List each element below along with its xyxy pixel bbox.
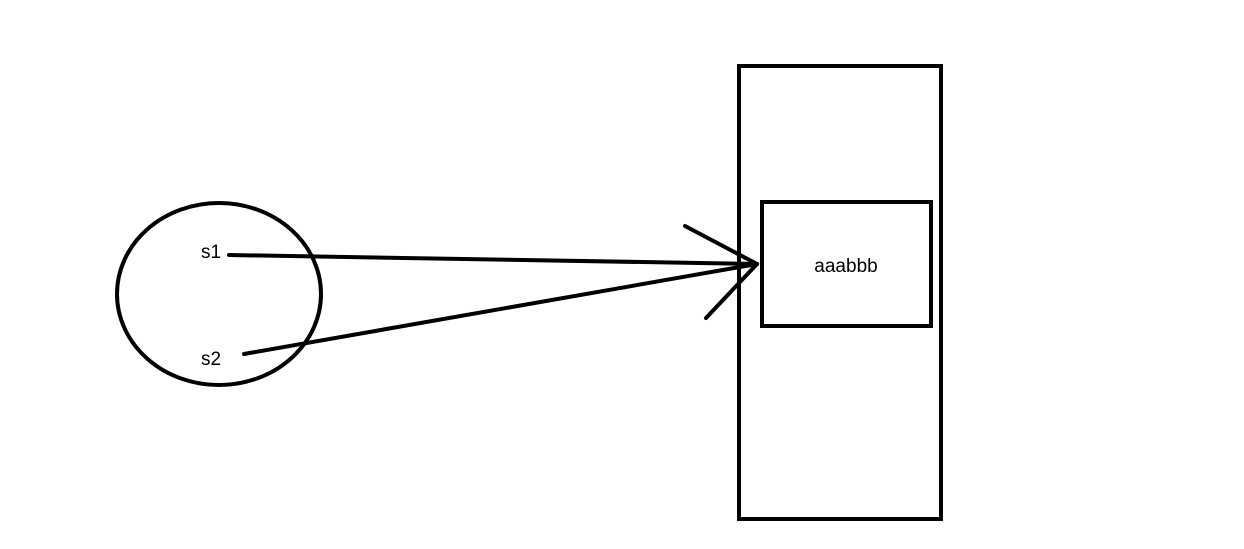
stack-ellipse [115,201,323,387]
reference-arrow-s1 [227,253,759,266]
heap-rectangle [737,64,943,521]
variable-s2-label: s2 [201,349,221,370]
string-object-value: aaabbb [814,256,877,277]
reference-arrow-s2 [242,262,759,356]
string-object-box [760,200,933,328]
variable-s1-label: s1 [201,242,221,263]
arrowhead-upper-stroke [683,224,759,266]
arrowhead-lower-stroke [704,262,759,320]
